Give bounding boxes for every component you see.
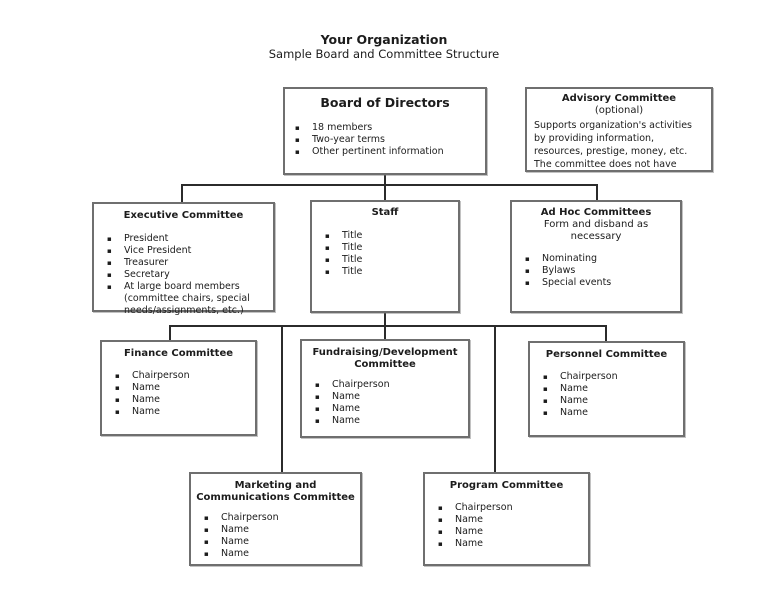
bullet-item: Name (425, 526, 588, 538)
bullet-item: Name (425, 514, 588, 526)
bullet-item: Chairperson (302, 379, 468, 391)
bullet-item: President (94, 233, 273, 245)
ad-hoc-committees-box: Ad Hoc Committees Form and disband as ne… (510, 200, 682, 313)
bullet-item: Other pertinent information (285, 146, 485, 158)
box-title: Executive Committee (123, 210, 244, 221)
marketing-communications-committee-box: Marketing and Communications Committee C… (189, 472, 362, 566)
bullet-item: Name (191, 548, 360, 560)
bullet-item: Title (312, 254, 458, 266)
bullet-item: Nominating (512, 253, 680, 265)
executive-committee-box: Executive Committee PresidentVice Presid… (92, 202, 275, 316)
bullet-item: Vice President (94, 245, 273, 257)
bullet-item: Name (302, 415, 468, 427)
bullet-item: Treasurer (94, 257, 273, 269)
bullet-item: Chairperson (425, 502, 588, 514)
bullet-item: Name (530, 395, 683, 407)
page-subtitle: Sample Board and Committee Structure (268, 47, 500, 61)
fundraising-development-committee-box: Fundraising/Development Committee Chairp… (300, 339, 470, 438)
bullet-list: ChairpersonNameNameName (425, 502, 588, 550)
bullet-item: Name (530, 407, 683, 419)
bullet-item: Name (302, 391, 468, 403)
bullet-item: Secretary (94, 269, 273, 281)
box-title: Ad Hoc Committees (540, 207, 652, 218)
page-header: Your Organization Sample Board and Commi… (0, 32, 768, 61)
bullet-item: Name (102, 406, 255, 418)
bullet-item: Title (312, 242, 458, 254)
bullet-list: NominatingBylawsSpecial events (512, 253, 680, 289)
page-title: Your Organization (320, 32, 448, 47)
bullet-list: ChairpersonNameNameName (102, 370, 255, 418)
bullet-item: Name (425, 538, 588, 550)
bullet-list: 18 membersTwo-year termsOther pertinent … (285, 122, 485, 158)
bullet-item: Two-year terms (285, 134, 485, 146)
bullet-item: Chairperson (530, 371, 683, 383)
box-title: Board of Directors (320, 95, 450, 110)
box-title: Marketing and Communications Committee (196, 480, 355, 503)
box-title: Personnel Committee (545, 349, 668, 360)
bullet-item: 18 members (285, 122, 485, 134)
box-title: Fundraising/Development Committee (312, 347, 458, 370)
advisory-description: Supports organization's activities by pr… (534, 120, 693, 170)
board-of-directors-box: Board of Directors 18 membersTwo-year te… (283, 87, 487, 175)
bullet-list: ChairpersonNameNameName (191, 512, 360, 560)
bullet-item: Chairperson (191, 512, 360, 524)
bullet-item: Name (302, 403, 468, 415)
bullet-list: ChairpersonNameNameName (530, 371, 683, 419)
bullet-item: Name (530, 383, 683, 395)
bullet-item: Name (102, 394, 255, 406)
personnel-committee-box: Personnel Committee ChairpersonNameNameN… (528, 341, 685, 437)
bullet-item: Name (102, 382, 255, 394)
bullet-item: Special events (512, 277, 680, 289)
bullet-item: Name (191, 536, 360, 548)
box-title: Finance Committee (123, 348, 234, 359)
bullet-list: ChairpersonNameNameName (302, 379, 468, 427)
bullet-item: Bylaws (512, 265, 680, 277)
staff-box: Staff TitleTitleTitleTitle (310, 200, 460, 313)
bullet-item: Name (191, 524, 360, 536)
adhoc-subtitle: Form and disband as necessary (543, 219, 649, 242)
box-title: Staff (371, 207, 399, 218)
box-title: Program Committee (449, 480, 564, 491)
advisory-optional-label: (optional) (594, 105, 644, 116)
bullet-item: Chairperson (102, 370, 255, 382)
finance-committee-box: Finance Committee ChairpersonNameNameNam… (100, 340, 257, 436)
bullet-item: At large board members (committee chairs… (94, 281, 273, 317)
bullet-list: PresidentVice PresidentTreasurerSecretar… (94, 233, 273, 317)
advisory-committee-box: Advisory Committee (optional) Supports o… (525, 87, 713, 172)
bullet-list: TitleTitleTitleTitle (312, 230, 458, 278)
program-committee-box: Program Committee ChairpersonNameNameNam… (423, 472, 590, 566)
bullet-item: Title (312, 230, 458, 242)
box-title: Advisory Committee (561, 93, 677, 104)
bullet-item: Title (312, 266, 458, 278)
